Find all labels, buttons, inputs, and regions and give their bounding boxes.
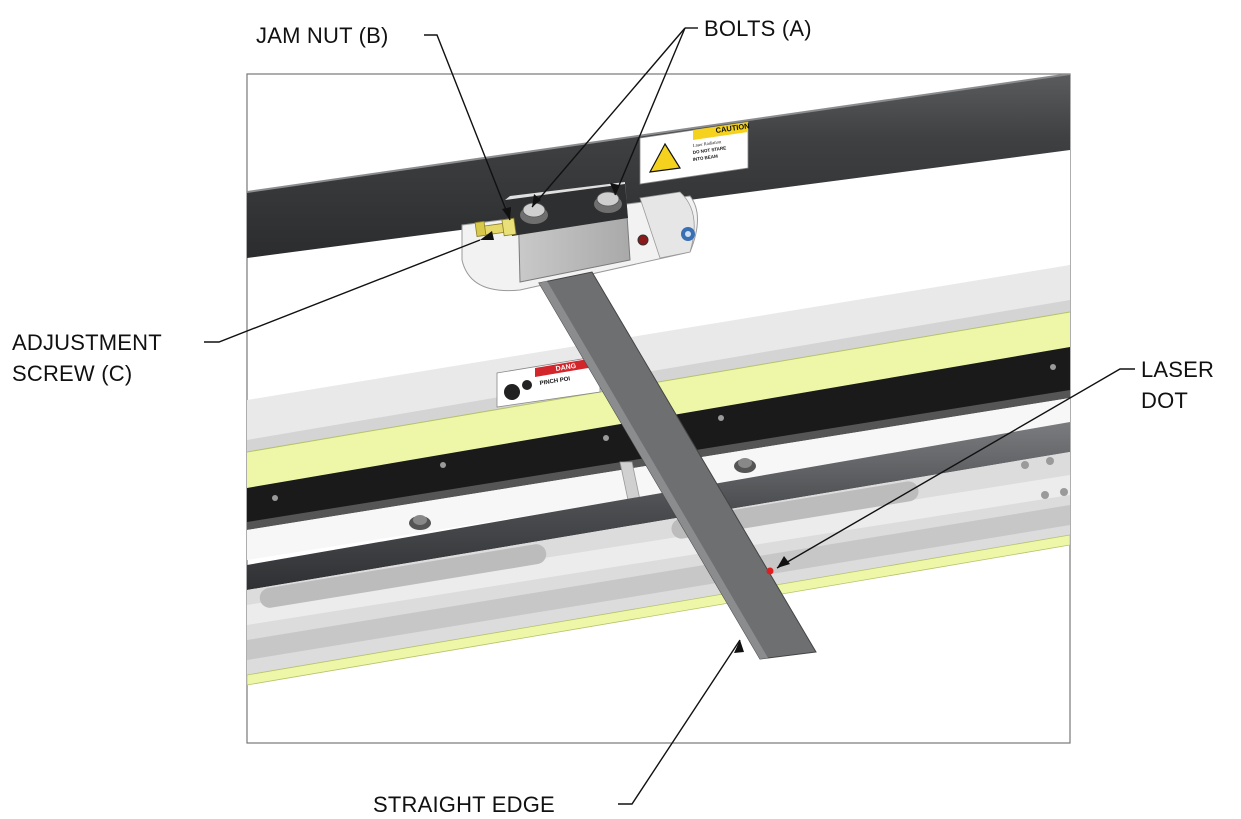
straight-edge-bar bbox=[538, 271, 817, 660]
danger-body: PINCH POI bbox=[539, 376, 571, 387]
callout-adjustment-line2: SCREW (C) bbox=[12, 361, 132, 386]
bolt-a-left bbox=[520, 202, 548, 224]
caution-body-2: DO NOT STARE bbox=[692, 145, 726, 155]
danger-header: DANG bbox=[555, 363, 577, 373]
callout-straight-edge: STRAIGHT EDGE bbox=[373, 792, 555, 817]
callout-adjustment-line1: ADJUSTMENT bbox=[12, 330, 162, 355]
caution-body-3: INTO BEAM bbox=[692, 154, 718, 162]
caution-body-1: Laser Radiation bbox=[692, 139, 722, 148]
leader-lines bbox=[204, 27, 1135, 805]
caution-laser-decal: CAUTION Laser Radiation DO NOT STARE INT… bbox=[639, 121, 750, 185]
jam-nut bbox=[501, 217, 517, 237]
machine-illustration: CAUTION Laser Radiation DO NOT STARE INT… bbox=[247, 74, 1070, 686]
callout-bolts: BOLTS (A) bbox=[704, 16, 812, 41]
callout-laser-line1: LASER bbox=[1141, 357, 1214, 382]
callout-jam-nut: JAM NUT (B) bbox=[256, 23, 389, 48]
callout-laser-line2: DOT bbox=[1141, 388, 1188, 413]
laser-dot-mark bbox=[766, 567, 774, 575]
flange-bolt-heads bbox=[409, 458, 756, 530]
bolt-a-right bbox=[594, 191, 622, 213]
danger-pinch-decal: DANG PINCH POI bbox=[496, 355, 601, 408]
lower-tube bbox=[247, 422, 1070, 590]
adjustment-screw bbox=[474, 220, 506, 237]
